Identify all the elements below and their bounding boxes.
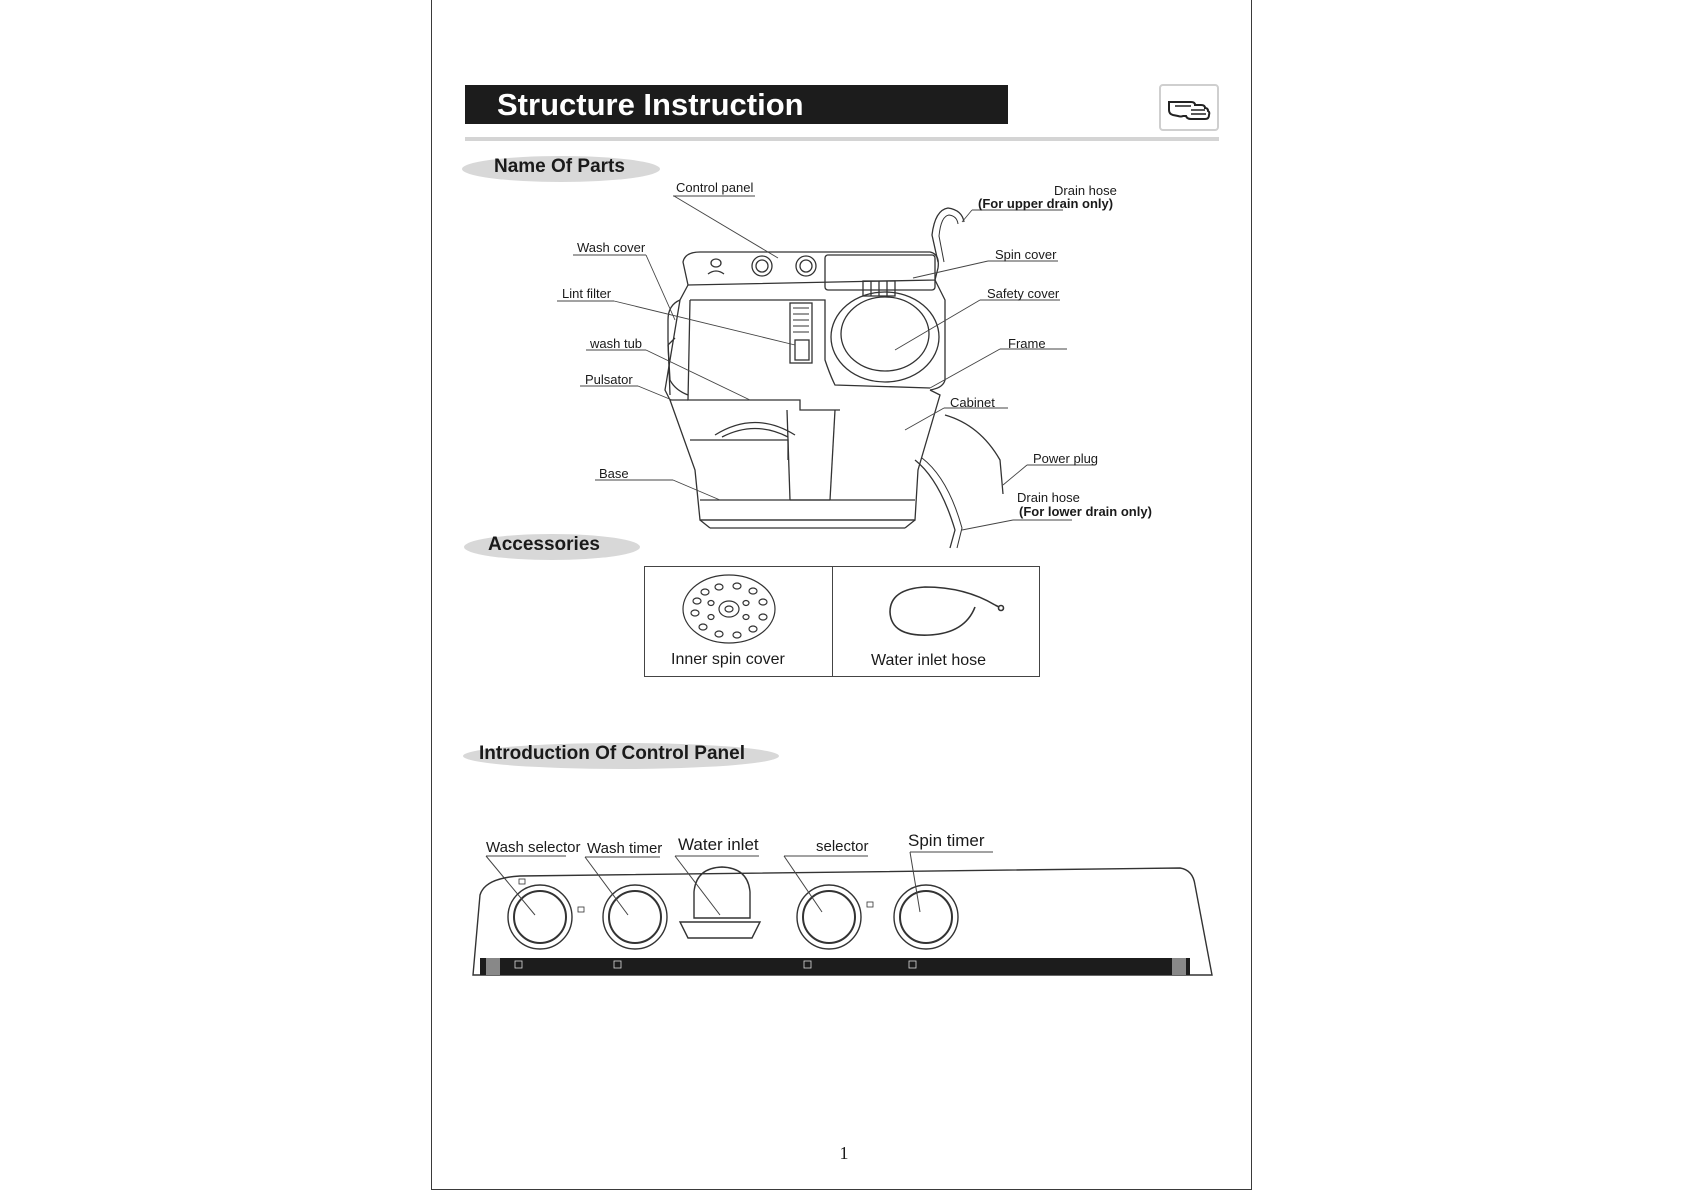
accessory-illustrations: [682, 574, 1005, 644]
label-cabinet: Cabinet: [950, 395, 995, 410]
label-wash-timer: Wash timer: [587, 840, 663, 857]
inner-spin-cover-icon: [682, 574, 776, 644]
label-wash-cover: Wash cover: [577, 240, 646, 255]
accessories-table: Inner spin cover Water inlet hose: [644, 566, 1040, 677]
label-control-panel: Control panel: [676, 180, 754, 195]
label-drain-hose-lower-note: (For lower drain only): [1019, 504, 1152, 519]
title-bar: [465, 85, 1008, 124]
title-rule: [465, 137, 1219, 141]
label-inner-spin-cover: Inner spin cover: [671, 651, 785, 668]
section-control-panel-intro: Introduction Of Control Panel: [463, 743, 779, 769]
page-number: 1: [839, 1143, 849, 1163]
label-spin-timer: Spin timer: [908, 831, 985, 850]
accessories-divider: [832, 567, 833, 676]
water-inlet-hose-icon: [889, 586, 1005, 636]
label-drain-hose-upper: Drain hose: [1054, 183, 1117, 198]
label-wash-selector: Wash selector: [486, 839, 581, 856]
label-lint-filter: Lint filter: [562, 286, 612, 301]
section-accessories: Accessories: [464, 534, 640, 560]
label-base: Base: [599, 466, 629, 481]
label-power-plug: Power plug: [1033, 451, 1099, 466]
label-water-inlet: Water inlet: [678, 835, 759, 854]
label-wash-tub: wash tub: [590, 336, 643, 351]
label-drain-hose-lower: Drain hose: [1017, 490, 1080, 505]
section-name-of-parts: Name Of Parts: [462, 156, 660, 182]
label-frame: Frame: [1008, 336, 1046, 351]
label-spin-cover: Spin cover: [995, 247, 1057, 262]
panel-base-strip: [480, 958, 1190, 975]
label-selector: selector: [816, 838, 869, 855]
label-safety-cover: Safety cover: [987, 286, 1060, 301]
label-pulsator: Pulsator: [585, 372, 633, 387]
page-title: Structure Instruction: [497, 87, 804, 122]
page-sheet: [431, 0, 1252, 1190]
label-water-inlet-hose: Water inlet hose: [871, 652, 987, 669]
label-drain-hose-upper-note: (For upper drain only): [978, 196, 1114, 211]
pointing-hand-icon: [1159, 84, 1219, 131]
